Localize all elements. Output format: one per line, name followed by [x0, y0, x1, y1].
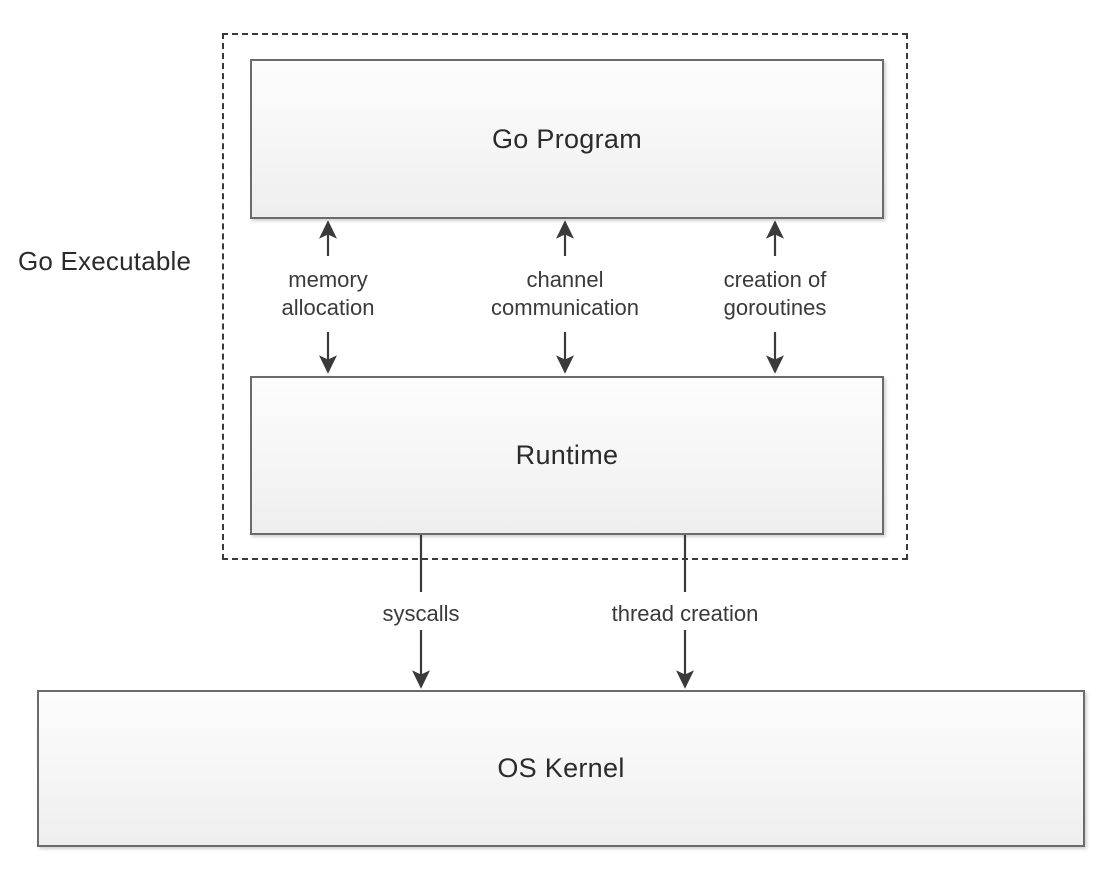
connector-label-syscalls: syscalls: [382, 600, 459, 628]
node-os-kernel[interactable]: OS Kernel @稀土掘金技术社区: [37, 690, 1085, 847]
connector-label-channel-communication: channel communication: [491, 266, 639, 321]
connector-label-line1: creation of: [723, 267, 827, 292]
node-go-program[interactable]: Go Program: [250, 59, 884, 219]
connector-label-creation-of-goroutines: creation of goroutines: [724, 266, 827, 321]
connector-label-line2: communication: [491, 294, 639, 320]
go-executable-boundary: [222, 33, 908, 560]
connector-label-line1: channel: [526, 267, 604, 292]
node-go-program-label: Go Program: [491, 123, 643, 154]
connector-label-line2: allocation: [281, 294, 375, 320]
connector-label-line1: memory: [288, 267, 368, 292]
connector-label-memory-allocation: memory allocation: [282, 266, 375, 321]
connector-label-line1: thread creation: [611, 601, 759, 626]
connector-label-thread-creation: thread creation: [612, 600, 759, 628]
node-runtime-label: Runtime: [515, 440, 619, 470]
connector-label-line2: goroutines: [723, 294, 827, 320]
connector-label-line1: syscalls: [382, 601, 460, 626]
node-os-kernel-label: OS Kernel: [497, 753, 625, 783]
node-runtime[interactable]: Runtime: [250, 376, 884, 535]
go-executable-label: Go Executable: [18, 246, 192, 276]
